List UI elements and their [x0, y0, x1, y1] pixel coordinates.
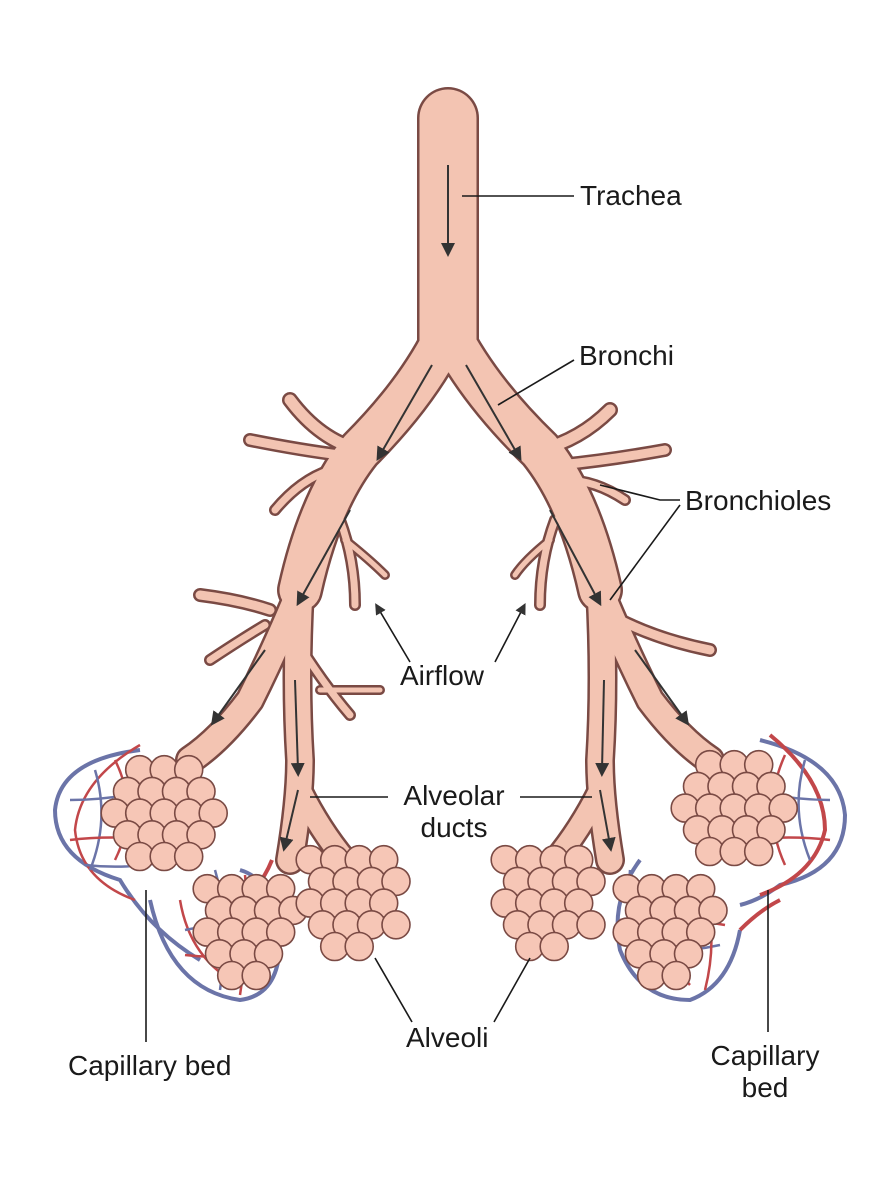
alveolus	[743, 836, 774, 867]
alveoli-clusters	[100, 749, 799, 991]
leader-airflow-left	[375, 603, 411, 663]
alveolus	[344, 931, 375, 962]
label-airflow: Airflow	[400, 660, 485, 691]
label-capillary-bed-right-line1: Capillary	[710, 1040, 820, 1071]
label-bronchi: Bronchi	[579, 340, 674, 371]
leader-bronchioles-lower	[609, 504, 681, 601]
alveoli-cluster-left-lower	[192, 873, 308, 991]
leader-airflow-right	[494, 603, 526, 663]
alveoli-cluster-left-upper	[100, 754, 228, 872]
label-alveoli: Alveoli	[406, 1022, 489, 1053]
alveoli-cluster-right-lower	[612, 873, 728, 991]
label-trachea: Trachea	[580, 180, 682, 211]
label-capillary-bed-right-line2: bed	[741, 1072, 789, 1104]
airway-fill	[177, 89, 723, 873]
airflow-arrows	[210, 165, 690, 852]
label-alveolar-ducts-line2: ducts	[420, 812, 488, 844]
label-alveolar-ducts-line1: Alveolar	[403, 780, 505, 811]
alveolus	[381, 909, 411, 940]
alveoli-cluster-right-upper	[670, 749, 799, 867]
alveolus	[576, 909, 606, 940]
alveolus	[173, 841, 204, 872]
label-capillary-bed-right: Capillary bed	[695, 1040, 835, 1104]
alveolus	[661, 960, 692, 991]
alveoli-cluster-center-right	[490, 844, 606, 962]
label-bronchioles: Bronchioles	[685, 485, 832, 516]
label-alveolar-ducts: Alveolar ducts	[390, 780, 518, 844]
label-capillary-bed-left: Capillary bed	[68, 1050, 232, 1081]
leader-alveoli-right	[493, 957, 531, 1023]
alveoli-cluster-center-left	[295, 844, 411, 962]
leader-lines	[145, 195, 769, 1042]
leader-alveoli-left	[374, 957, 413, 1023]
alveolus	[539, 931, 570, 962]
leader-bronchioles-upper	[599, 484, 680, 501]
leader-bronchi	[497, 359, 575, 406]
alveolus	[241, 960, 272, 991]
